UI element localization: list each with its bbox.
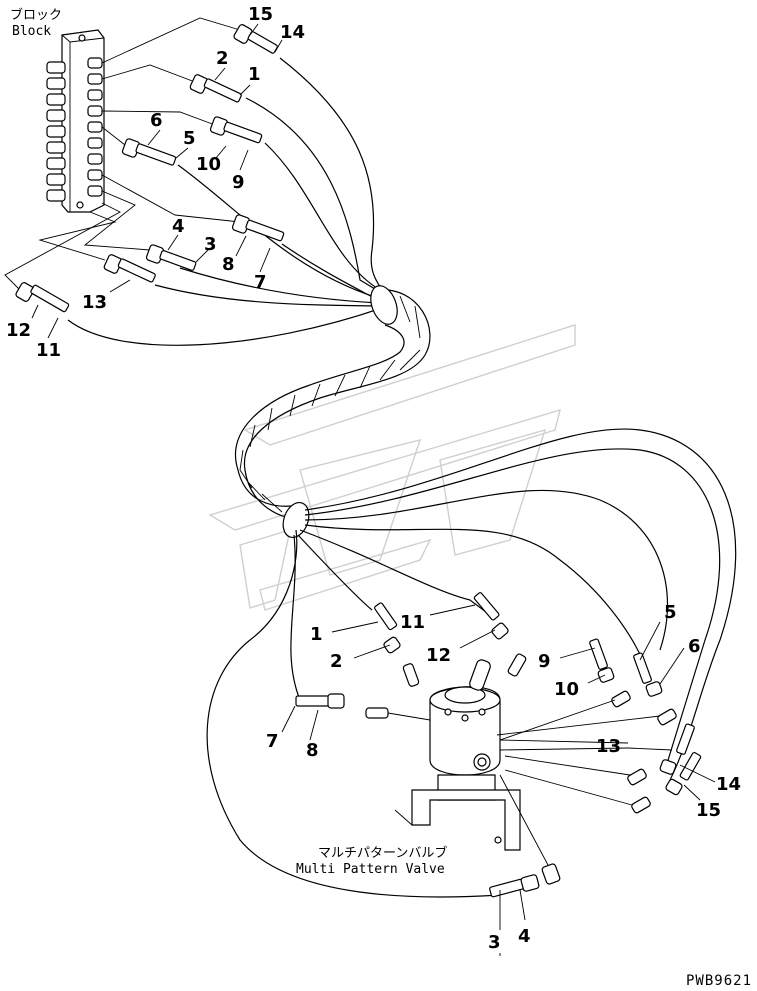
spiral-wrap-sleeve [235,285,431,539]
fitting-bottom-7 [295,693,345,709]
fitting-top-15 [233,24,278,54]
distribution-block [46,29,105,213]
hose-fittings-bottom [295,592,702,898]
block-ports-left [46,61,66,202]
callout-bottom-1: 1 [310,624,323,645]
block-label-en: Block [12,24,51,39]
callout-top-12: 12 [6,320,31,341]
callout-bottom-8: 8 [306,740,319,761]
callout-bottom-12: 12 [426,645,451,666]
callouts-top: 15 14 2 1 6 5 10 9 4 3 8 7 13 12 11 [6,4,305,361]
valve-label-jp: マルチパターンバルブ [318,845,447,861]
callout-top-8: 8 [222,254,235,275]
callout-top-4: 4 [172,216,185,237]
watermark-logo [208,324,576,611]
upper-hose-bundle [67,57,386,346]
callout-bottom-5: 5 [664,602,677,623]
block-label-jp: ブロック [10,7,62,23]
multi-pattern-valve [394,659,521,851]
fitting-top-4 [145,244,197,271]
callout-bottom-13: 13 [596,736,621,757]
callout-bottom-4: 4 [518,926,531,947]
callout-top-5: 5 [183,128,196,149]
callout-top-6: 6 [150,110,163,131]
fitting-bottom-13 [659,723,695,775]
callout-top-14: 14 [280,22,305,43]
fitting-top-10 [209,116,263,144]
callout-bottom-11: 11 [400,612,425,633]
callout-bottom-10: 10 [554,679,579,700]
callout-top-10: 10 [196,154,221,175]
callouts-bottom: 11 12 1 2 9 10 5 6 7 8 13 14 15 3 4 [266,602,741,953]
fitting-bottom-14 [665,752,702,796]
callout-top-3: 3 [204,234,217,255]
callout-top-9: 9 [232,172,245,193]
callout-bottom-14: 14 [716,774,741,795]
fitting-bottom-5 [633,652,663,697]
callout-bottom-15: 15 [696,800,721,821]
callout-top-13: 13 [82,292,107,313]
valve-adapters [365,653,677,885]
drawing-code: PWB9621 [686,973,752,989]
lower-hose-bundle [206,428,737,898]
callout-bottom-7: 7 [266,731,279,752]
callout-bottom-3: 3 [488,932,501,953]
callout-leaders-top [31,23,283,339]
callout-bottom-2: 2 [330,651,343,672]
callout-top-11: 11 [36,340,61,361]
valve-label-en: Multi Pattern Valve [296,862,445,877]
callout-top-7: 7 [254,272,267,293]
callout-top-2: 2 [216,48,229,69]
block-ports-right [87,57,103,197]
callout-leaders-bottom [281,604,716,956]
callout-bottom-9: 9 [538,651,551,672]
callout-top-1: 1 [248,64,261,85]
fitting-bottom-3 [489,874,540,898]
fitting-bottom-11 [473,592,509,640]
fitting-top-6 [121,138,177,166]
fitting-top-13 [103,254,156,283]
fitting-top-8 [231,214,285,242]
callout-top-15: 15 [248,4,273,25]
callout-bottom-6: 6 [688,636,701,657]
block-leader-lines [4,17,241,291]
fitting-top-2 [189,74,242,103]
fitting-top-12 [15,282,70,313]
hose-fittings-top [15,24,285,313]
fitting-bottom-1 [374,602,401,654]
